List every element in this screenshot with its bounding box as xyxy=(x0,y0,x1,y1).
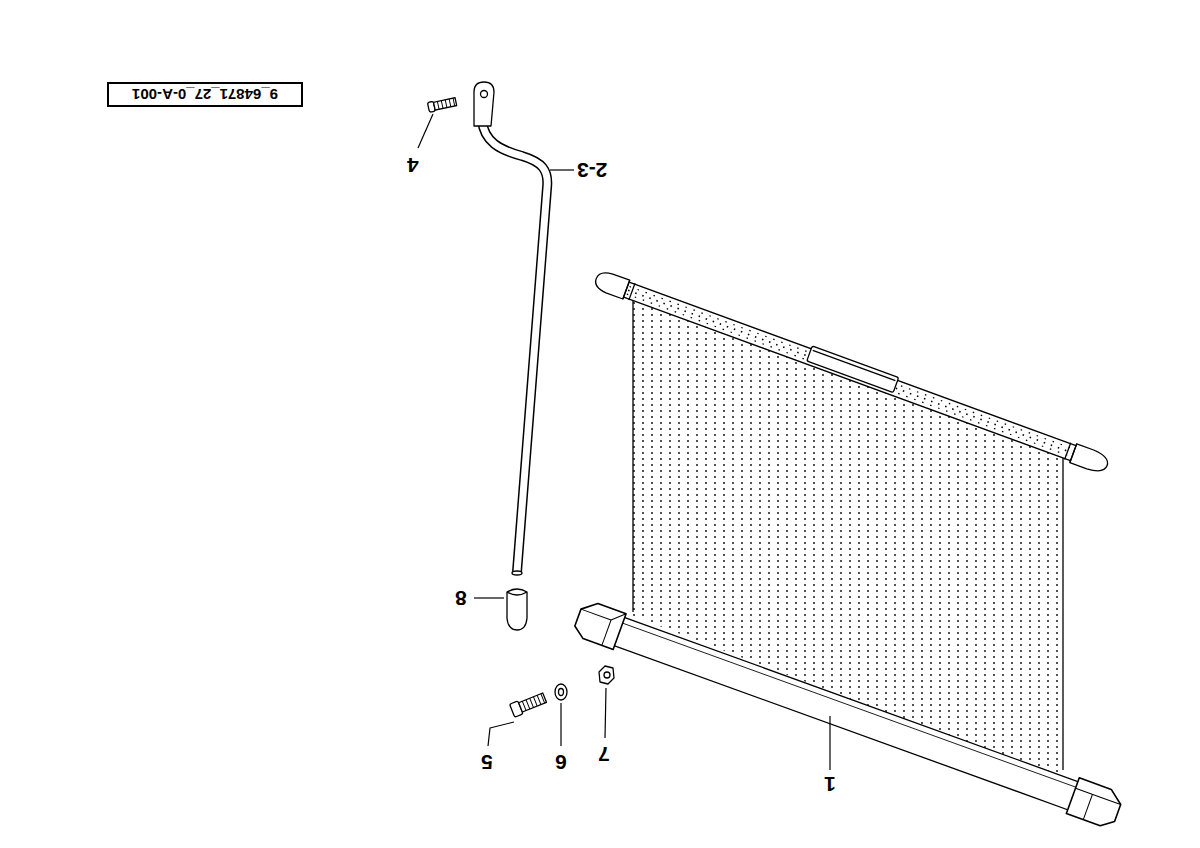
callout-number: 6 xyxy=(555,752,567,773)
callout-number: 5 xyxy=(481,752,493,773)
reference-code: 9_64871_27_0-A-001 xyxy=(132,86,278,103)
fabric-edge xyxy=(632,300,633,612)
fabric-edge xyxy=(1062,456,1063,770)
support-rod-outline xyxy=(482,120,547,572)
callout-number: 7 xyxy=(598,744,610,765)
nut xyxy=(599,666,614,684)
rod-end-cap xyxy=(507,589,527,630)
callout-number: 4 xyxy=(407,155,419,176)
leader-lines xyxy=(418,114,830,770)
support-rod xyxy=(482,120,547,572)
callout-number: 8 xyxy=(455,588,467,609)
callout-number: 1 xyxy=(824,774,836,795)
bottom-roller xyxy=(572,599,1125,830)
drawing-reference-box: 9_64871_27_0-A-001 xyxy=(107,82,303,107)
top-rod xyxy=(593,268,1111,475)
screw xyxy=(427,97,456,113)
rod-eyelet xyxy=(474,82,494,126)
bolt xyxy=(510,691,548,717)
washer xyxy=(555,684,567,700)
callout-number: 2-3 xyxy=(577,160,607,181)
